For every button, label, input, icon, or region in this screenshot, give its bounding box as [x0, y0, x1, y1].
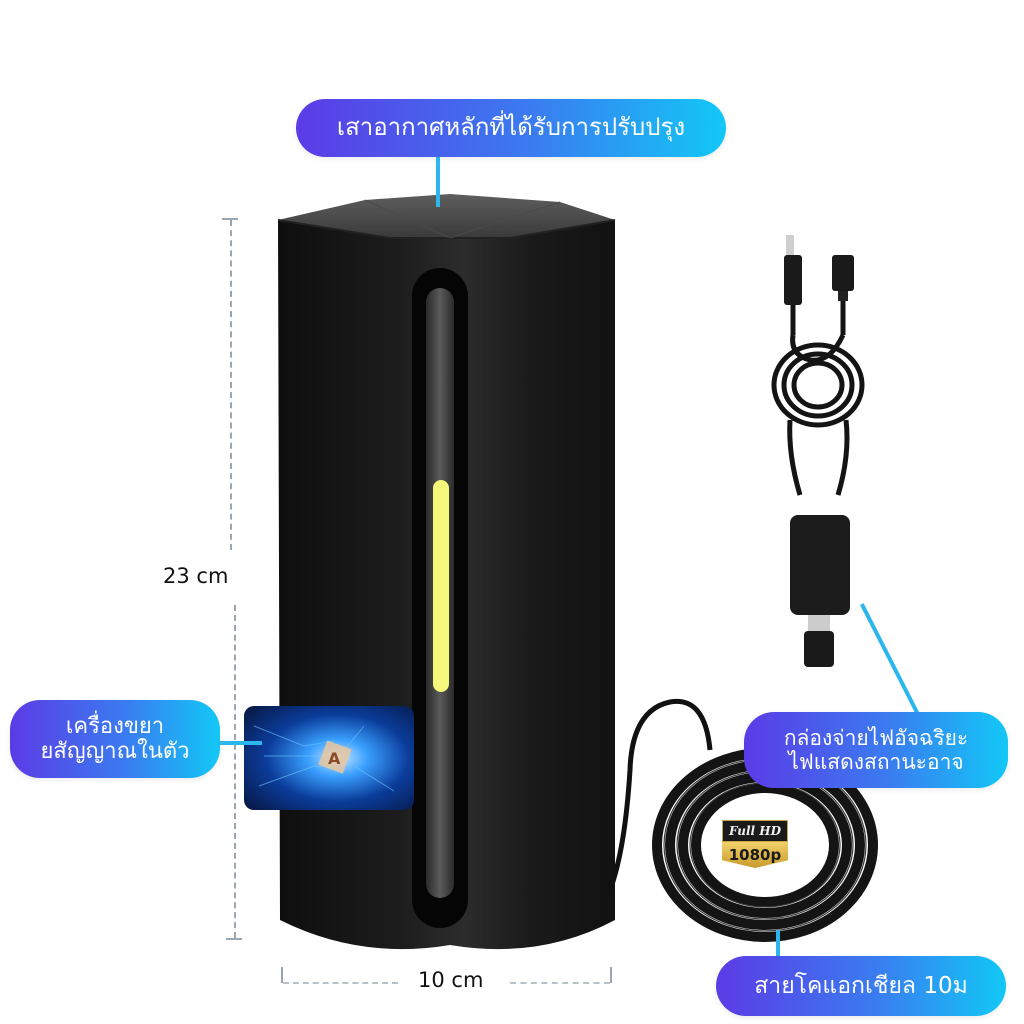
width-dim-line-left	[283, 982, 398, 984]
width-dim-right-tick	[610, 967, 612, 983]
callout-upgraded-antenna-text: เสาอากาศหลักที่ได้รับการปรับปรุง	[336, 113, 686, 142]
callout-amplifier-line2: ยสัญญาณในตัว	[40, 739, 190, 764]
height-dim-label: 23 cm	[163, 564, 229, 588]
height-dim-bottom-tick	[226, 938, 242, 940]
height-dim-line-lower	[234, 605, 236, 938]
callout-built-in-amplifier: เครื่องขยา ยสัญญาณในตัว	[10, 700, 220, 778]
leader-line-top	[436, 157, 440, 207]
callout-power-box-line1: กล่องจ่ายไฟอัจฉริยะ	[783, 725, 969, 750]
ai-chip-image: A	[244, 706, 414, 810]
badge-top: Full HD	[722, 820, 788, 842]
power-box	[790, 515, 850, 615]
height-dim-line-upper	[230, 220, 232, 550]
full-hd-badge: Full HD 1080p	[722, 820, 788, 872]
coax-connector	[784, 235, 802, 305]
callout-coax-cable-text: สายโคแอกเชียล 10ม	[754, 972, 968, 999]
callout-smart-power-box: กล่องจ่ายไฟอัจฉริยะ ไฟแสดงสถานะอาจ	[744, 712, 1008, 788]
leader-line-coax	[776, 930, 780, 960]
callout-upgraded-antenna: เสาอากาศหลักที่ได้รับการปรับปรุง	[296, 99, 726, 157]
svg-text:A: A	[328, 749, 341, 768]
antenna-device	[277, 194, 616, 950]
callout-coax-cable: สายโคแอกเชียล 10ม	[716, 956, 1006, 1016]
callout-power-box-line2: ไฟแสดงสถานะอาจ	[788, 750, 964, 774]
usb-plug	[832, 255, 854, 301]
power-supply-cables	[771, 235, 865, 667]
badge-bottom: 1080p	[722, 842, 788, 868]
width-dim-label: 10 cm	[418, 968, 484, 992]
callout-amplifier-line1: เครื่องขยา	[65, 713, 165, 739]
device-cable	[607, 698, 713, 891]
leader-line-amplifier	[218, 741, 262, 745]
indicator-light	[433, 480, 449, 692]
width-dim-line-right	[510, 982, 610, 984]
device-top-cap	[278, 194, 615, 238]
width-dim-left-tick	[281, 967, 283, 983]
height-dim-top-tick	[222, 218, 238, 220]
